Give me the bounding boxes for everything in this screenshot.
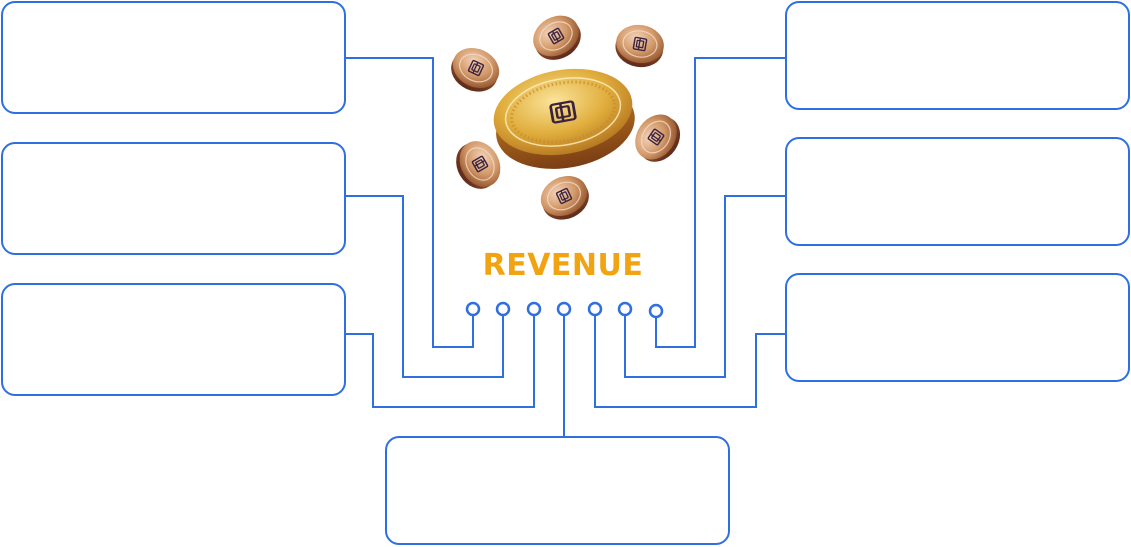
right-box-2 bbox=[785, 137, 1130, 246]
small-coin bbox=[445, 41, 506, 99]
small-coin bbox=[627, 106, 689, 169]
connector-node bbox=[648, 303, 664, 319]
connector-left-3 bbox=[346, 316, 535, 408]
connector-node bbox=[465, 301, 481, 317]
revenue-title: REVENUE bbox=[482, 248, 644, 283]
connector-right-3 bbox=[594, 316, 786, 408]
main-coin bbox=[493, 68, 635, 169]
connector-node bbox=[617, 301, 633, 317]
right-box-3 bbox=[785, 273, 1130, 382]
left-box-2 bbox=[1, 142, 346, 255]
connector-right-1 bbox=[655, 57, 786, 348]
connector-left-1 bbox=[346, 57, 474, 348]
bottom-box bbox=[385, 436, 730, 545]
left-box-3 bbox=[1, 283, 346, 396]
left-box-1 bbox=[1, 1, 346, 114]
connector-node bbox=[526, 301, 542, 317]
connector-node bbox=[556, 301, 572, 317]
right-box-1 bbox=[785, 1, 1130, 110]
small-coin bbox=[534, 169, 595, 227]
connector-right-2 bbox=[624, 195, 786, 378]
connector-node bbox=[587, 301, 603, 317]
small-coin bbox=[612, 21, 667, 71]
small-coin bbox=[526, 8, 589, 68]
connector-left-2 bbox=[346, 195, 504, 378]
connector-node bbox=[495, 301, 511, 317]
coins-revenue-icon bbox=[440, 5, 690, 230]
